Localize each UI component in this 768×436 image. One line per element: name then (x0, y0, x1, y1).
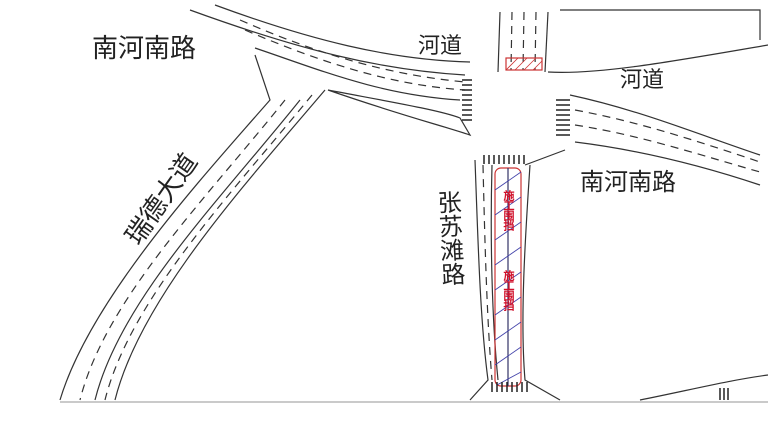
road-edge (189, 9, 466, 76)
construction-label-1: 施工围挡 (502, 190, 515, 230)
label-river-north: 河道 (418, 34, 463, 59)
road-edge (254, 47, 461, 101)
road-edge (214, 4, 471, 63)
label-nanhe-road-west: 南河南路 (92, 34, 197, 64)
label-river-east: 河道 (620, 68, 665, 93)
label-nanhe-road-east: 南河南路 (580, 168, 676, 196)
label-zhangsu-road: 张苏滩路 (432, 189, 466, 287)
construction-label-2: 施工围挡 (502, 270, 515, 310)
